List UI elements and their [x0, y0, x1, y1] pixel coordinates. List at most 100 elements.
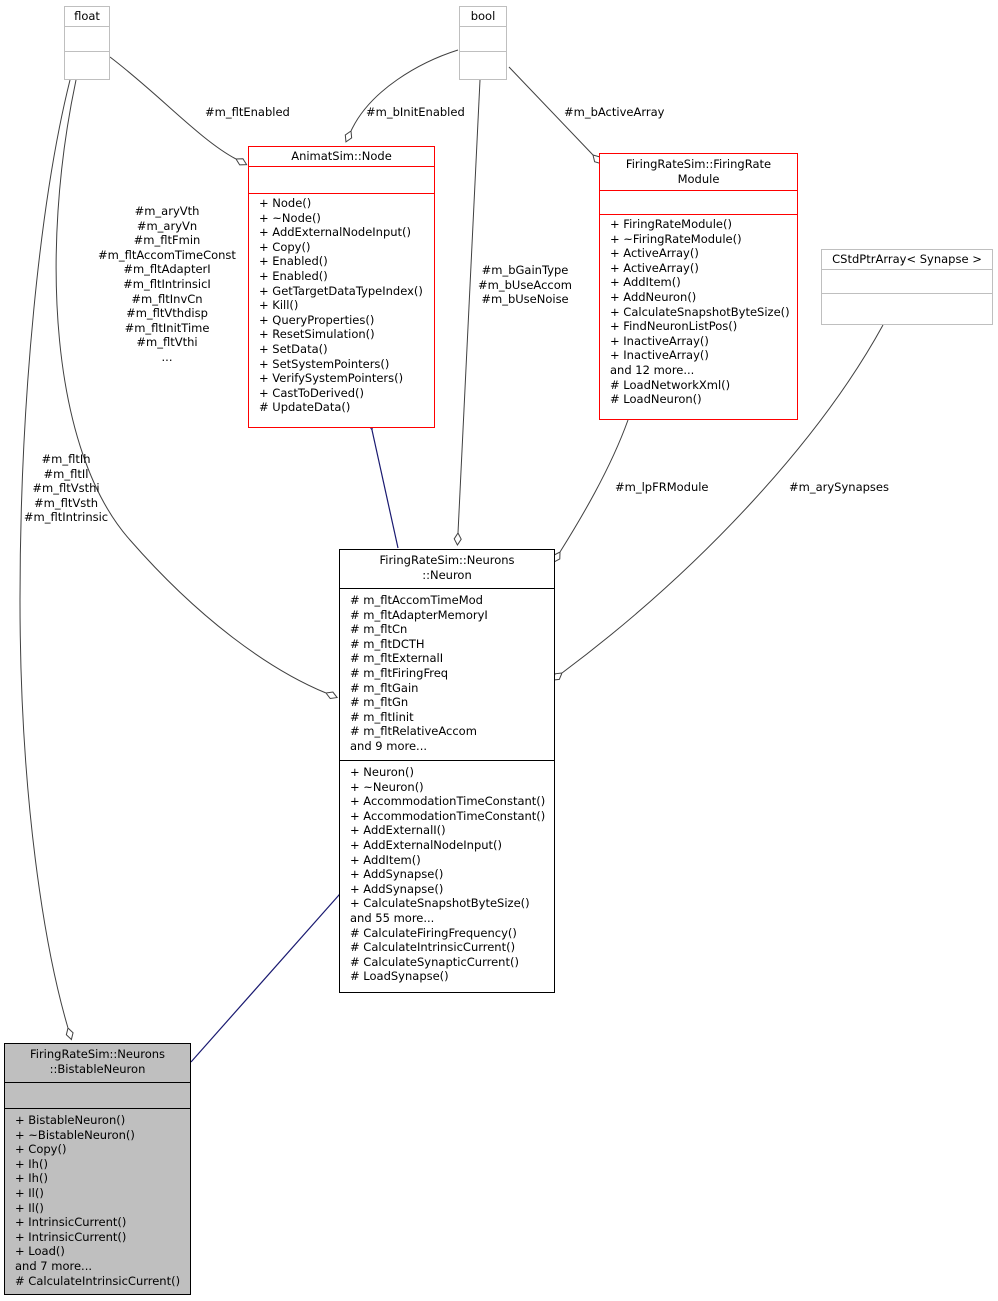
class-bistable-neuron-methods: + BistableNeuron()+ ~BistableNeuron()+ C…	[5, 1108, 190, 1288]
class-node-methods-line: + Node()	[259, 196, 312, 210]
class-node-methods-line: + ResetSimulation()	[259, 327, 375, 342]
class-neuron-attributes-line: # m_fltAccomTimeMod	[350, 593, 483, 607]
label-bool-neuron: #m_bGainType#m_bUseAccom#m_bUseNoise	[477, 263, 573, 307]
class-bistable-neuron-methods-line: + Il()	[15, 1200, 44, 1215]
label-float-neuron-line: #m_fltAdapterI	[123, 262, 211, 277]
class-neuron-attributes-line: # m_fltGain	[350, 680, 419, 695]
class-neuron-attributes-line: # m_fltAdapterMemoryI	[350, 607, 488, 622]
class-firing-rate-module-attributes	[600, 190, 797, 214]
class-node-methods-line: + Copy()	[259, 239, 311, 254]
class-neuron-attributes: # m_fltAccomTimeMod# m_fltAdapterMemoryI…	[340, 588, 554, 760]
class-node-methods-line: + AddExternalNodeInput()	[259, 225, 412, 240]
label-float-bistable-line: #m_fltIh	[41, 452, 91, 466]
class-node-attributes	[249, 166, 434, 193]
class-neuron-methods-line: + ~Neuron()	[350, 779, 424, 794]
label-bool-module: #m_bActiveArray	[564, 105, 664, 120]
label-float-neuron-line: ...	[161, 349, 173, 364]
class-bool-methods	[460, 51, 506, 76]
class-firing-rate-module-methods-line: + ActiveArray()	[610, 260, 699, 275]
class-node-methods-line: + GetTargetDataTypeIndex()	[259, 283, 423, 298]
class-neuron-attributes-line: and 9 more...	[350, 738, 428, 753]
class-neuron-methods-line: + AddSynapse()	[350, 867, 444, 882]
class-neuron-attributes-line: # m_fltCn	[350, 622, 408, 637]
class-firing-rate-module-methods-line: + AddNeuron()	[610, 289, 697, 304]
class-bool-title: bool	[470, 9, 496, 23]
class-firing-rate-module-methods: + FiringRateModule()+ ~FiringRateModule(…	[600, 214, 797, 407]
class-neuron-methods-line: # LoadSynapse()	[350, 969, 449, 984]
class-bistable-neuron-methods-line: and 7 more...	[15, 1258, 93, 1273]
label-cstdptr-neuron-line: #m_arySynapses	[789, 480, 889, 494]
label-bool-neuron-line: #m_bUseAccom	[478, 277, 572, 292]
class-neuron-methods-line: + AddItem()	[350, 852, 421, 867]
class-node-methods-line: + ~Node()	[259, 210, 321, 225]
class-bistable-neuron-methods-line: + Copy()	[15, 1142, 67, 1157]
label-float-neuron-line: #m_fltVthdisp	[126, 306, 208, 321]
label-float-bistable-line: #m_fltVsthi	[32, 481, 100, 496]
class-firing-rate-module-methods-line: + FiringRateModule()	[610, 217, 732, 231]
class-node-methods-line: + SetSystemPointers()	[259, 356, 390, 371]
class-neuron[interactable]: FiringRateSim::Neurons::Neuron # m_fltAc…	[339, 549, 555, 993]
class-float[interactable]: float	[64, 6, 110, 80]
class-neuron-attributes-line: # m_fltIinit	[350, 709, 414, 724]
class-firing-rate-module-methods-line: and 12 more...	[610, 362, 695, 377]
class-bistable-neuron-methods-line: + BistableNeuron()	[15, 1113, 126, 1127]
label-module-neuron-line: #m_lpFRModule	[615, 480, 709, 494]
edge-bool-neuron	[458, 79, 481, 533]
class-node-methods: + Node()+ ~Node()+ AddExternalNodeInput(…	[249, 193, 434, 415]
class-neuron-attributes-line: # m_fltRelativeAccom	[350, 724, 477, 739]
class-firing-rate-module-methods-line: # LoadNeuron()	[610, 392, 702, 407]
class-bistable-neuron-methods-line: + IntrinsicCurrent()	[15, 1215, 127, 1230]
class-bistable-neuron-methods-line: # CalculateIntrinsicCurrent()	[15, 1273, 181, 1288]
class-cstdptrarray-title: CStdPtrArray< Synapse >	[832, 252, 982, 266]
class-node-methods-line: + CastToDerived()	[259, 385, 364, 400]
edge-cstdptr-neuron	[562, 324, 884, 673]
edge-bistable-inherits-neuron	[190, 895, 339, 1063]
class-firing-rate-module-methods-line: + ~FiringRateModule()	[610, 231, 742, 246]
class-bool[interactable]: bool	[459, 6, 507, 80]
class-bistable-neuron-methods-line: + Ih()	[15, 1156, 48, 1171]
class-bistable-neuron-methods-line: + Ih()	[15, 1171, 48, 1186]
class-firing-rate-module-methods-line: + InactiveArray()	[610, 333, 709, 348]
class-neuron-methods-line: + AccommodationTimeConstant()	[350, 808, 546, 823]
class-neuron-title: FiringRateSim::Neurons::Neuron	[340, 550, 554, 588]
class-bistable-neuron-title: FiringRateSim::Neurons::BistableNeuron	[5, 1044, 190, 1082]
label-float-neuron-line: #m_fltVthi	[136, 335, 198, 350]
label-float-neuron-line: #m_fltIntrinsicI	[123, 276, 211, 291]
class-neuron-attributes-line: # m_fltGn	[350, 695, 409, 710]
class-neuron-methods: + Neuron()+ ~Neuron()+ AccommodationTime…	[340, 760, 554, 984]
edge-bool-module	[508, 66, 593, 155]
class-bistable-neuron[interactable]: FiringRateSim::Neurons::BistableNeuron +…	[4, 1043, 191, 1295]
class-neuron-methods-line: # CalculateIntrinsicCurrent()	[350, 940, 516, 955]
label-float-bistable: #m_fltIh#m_fltIl#m_fltVsthi#m_fltVsth#m_…	[18, 452, 114, 525]
class-firing-rate-module-title-line: Module	[677, 172, 720, 186]
label-float-neuron-line: #m_aryVn	[136, 218, 198, 233]
label-float-neuron-line: #m_fltInitTime	[124, 320, 210, 335]
class-node[interactable]: AnimatSim::Node + Node()+ ~Node()+ AddEx…	[248, 146, 435, 428]
class-firing-rate-module-methods-line: + InactiveArray()	[610, 348, 709, 363]
class-neuron-attributes-line: # m_fltDCTH	[350, 636, 425, 651]
class-neuron-methods-line: + AddExternalNodeInput()	[350, 837, 503, 852]
class-cstdptrarray-synapse[interactable]: CStdPtrArray< Synapse >	[821, 249, 993, 325]
class-neuron-methods-line: # CalculateFiringFrequency()	[350, 925, 517, 940]
label-module-neuron: #m_lpFRModule	[615, 480, 709, 495]
label-float-neuron-line: #m_aryVth	[134, 204, 200, 218]
class-node-title: AnimatSim::Node	[291, 149, 392, 163]
label-bool-neuron-line: #m_bUseNoise	[481, 292, 569, 307]
edge-neuron-inherits-node	[372, 430, 399, 549]
class-node-methods-line: + VerifySystemPointers()	[259, 371, 404, 386]
class-bistable-neuron-methods-line: + Il()	[15, 1185, 44, 1200]
label-float-bistable-line: #m_fltIl	[43, 466, 89, 481]
class-node-methods-line: + Enabled()	[259, 268, 328, 283]
class-float-title: float	[74, 9, 100, 23]
class-firing-rate-module-methods-line: + ActiveArray()	[610, 246, 699, 261]
class-bistable-neuron-title-line: ::BistableNeuron	[49, 1062, 146, 1076]
class-cstdptrarray-attributes	[822, 269, 992, 293]
label-float-node: #m_fltEnabled	[205, 105, 290, 120]
label-bool-module-line: #m_bActiveArray	[564, 105, 665, 119]
label-float-neuron: #m_aryVth#m_aryVn#m_fltFmin#m_fltAccomTi…	[98, 204, 236, 365]
class-firing-rate-module-methods-line: + FindNeuronListPos()	[610, 319, 738, 334]
label-bool-neuron-line: #m_bGainType	[481, 263, 569, 277]
class-neuron-methods-line: + CalculateSnapshotByteSize()	[350, 896, 530, 911]
label-float-bistable-line: #m_fltIntrinsic	[23, 510, 109, 525]
